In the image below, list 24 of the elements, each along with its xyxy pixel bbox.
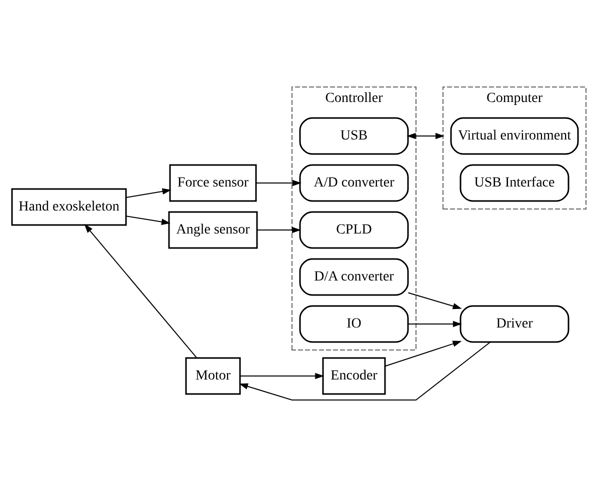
- node-box: A/D converter: [299, 164, 409, 202]
- node-box: IO: [299, 305, 409, 343]
- arrow: [256, 226, 302, 234]
- arrow: [384, 340, 462, 367]
- arrow: [126, 188, 172, 198]
- arrow: [408, 292, 462, 310]
- node-box: D/A converter: [299, 258, 409, 296]
- node-box: Motor: [185, 357, 241, 395]
- node-box: CPLD: [299, 211, 409, 249]
- node-box: USB Interface: [460, 164, 570, 202]
- arrow: [84, 224, 198, 358]
- arrow: [240, 372, 324, 380]
- node-box: Angle sensor: [168, 211, 258, 249]
- node-box: Driver: [460, 305, 570, 343]
- node-box: USB: [299, 117, 409, 155]
- node-box: Encoder: [322, 357, 386, 395]
- arrow: [406, 132, 445, 140]
- node-box: Force sensor: [169, 164, 257, 202]
- arrow: [238, 342, 491, 400]
- node-box: Virtual environment: [450, 117, 579, 155]
- node-box: Hand exoskeleton: [11, 188, 127, 226]
- arrow: [256, 180, 302, 186]
- arrow: [126, 216, 170, 225]
- arrow: [408, 320, 462, 328]
